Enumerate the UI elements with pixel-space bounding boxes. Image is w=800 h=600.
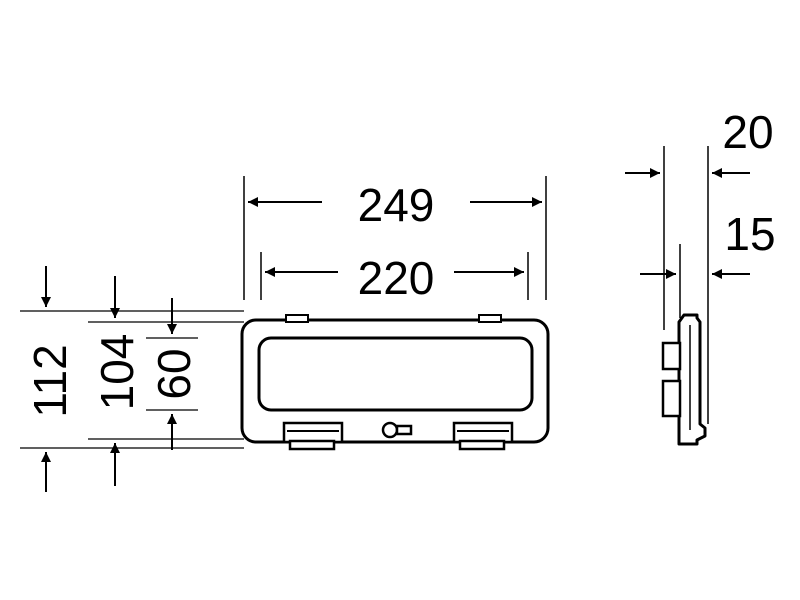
dimension-label-220: 220 bbox=[358, 252, 435, 304]
dimension-label-15: 15 bbox=[724, 208, 775, 260]
top-latch-left bbox=[285, 314, 309, 323]
extension-lines-height bbox=[20, 310, 244, 449]
height-dimension-60: 60 bbox=[148, 298, 200, 450]
depth-dimension-20: 20 bbox=[625, 106, 774, 424]
front-view-frame bbox=[240, 314, 550, 451]
bottom-clip-left bbox=[282, 421, 344, 451]
side-body bbox=[677, 313, 707, 446]
dimension-label-20: 20 bbox=[722, 106, 773, 158]
depth-dimension-15: 15 bbox=[640, 208, 776, 318]
side-tab-lower bbox=[661, 379, 682, 418]
dimension-label-112: 112 bbox=[24, 344, 76, 417]
lock-icon bbox=[381, 421, 413, 439]
dimension-label-104: 104 bbox=[91, 334, 143, 411]
side-tab-upper bbox=[661, 341, 682, 371]
width-dimension-220: 220 bbox=[260, 252, 529, 304]
dimension-label-60: 60 bbox=[148, 348, 200, 399]
outer-frame bbox=[240, 318, 550, 444]
bottom-clip-right bbox=[452, 421, 514, 451]
window-opening bbox=[257, 336, 534, 412]
width-dimension-249: 249 bbox=[243, 176, 547, 300]
height-dimension-112: 112 bbox=[24, 266, 76, 492]
dimension-label-249: 249 bbox=[358, 179, 435, 231]
side-view-profile bbox=[661, 313, 707, 446]
height-dimension-104: 104 bbox=[91, 276, 143, 486]
top-latch-right bbox=[478, 314, 502, 323]
